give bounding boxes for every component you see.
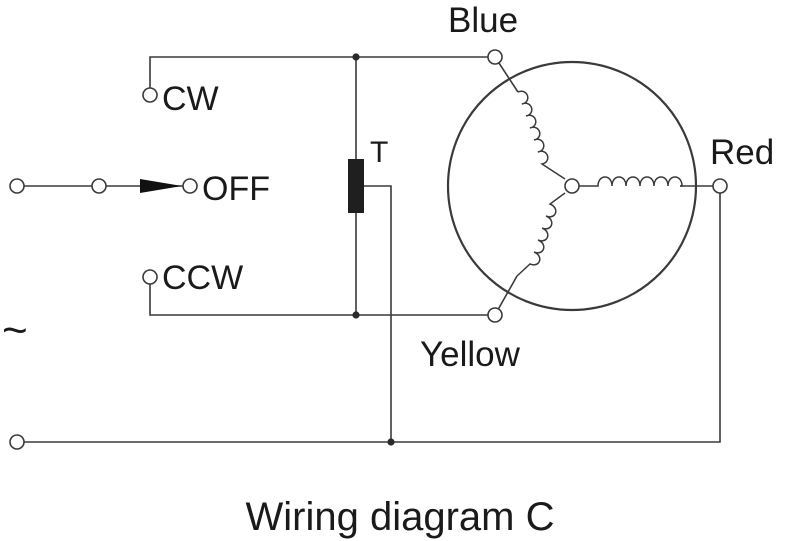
label-ccw: CCW xyxy=(162,259,243,297)
label-off: OFF xyxy=(202,170,270,208)
terminal-switch-common xyxy=(91,178,107,194)
label-blue: Blue xyxy=(448,1,518,40)
junction-neutral xyxy=(387,438,395,446)
label-red: Red xyxy=(710,133,774,172)
terminal-live-input xyxy=(9,178,25,194)
wire-ccw-to-yellow xyxy=(149,277,495,316)
terminals xyxy=(9,49,728,450)
junction-bottom xyxy=(352,311,360,319)
capacitor-body xyxy=(348,159,364,213)
terminal-red xyxy=(712,178,728,194)
terminal-blue xyxy=(487,49,503,65)
motor-center-junction xyxy=(564,178,580,194)
winding-yellow-coil xyxy=(516,192,566,277)
wires xyxy=(17,56,721,443)
terminal-cw xyxy=(142,87,158,103)
junction-top xyxy=(352,53,360,61)
terminal-off xyxy=(182,178,198,194)
motor xyxy=(446,60,698,312)
terminal-ccw xyxy=(142,269,158,285)
label-cw: CW xyxy=(162,80,219,118)
junctions xyxy=(352,53,395,446)
winding-blue-coil xyxy=(517,90,566,180)
wire-cw-to-blue xyxy=(149,56,495,95)
label-yellow: Yellow xyxy=(420,335,521,374)
winding-red-coil xyxy=(579,176,683,187)
terminal-yellow xyxy=(487,307,503,323)
motor-housing xyxy=(446,60,698,312)
wire-neutral-to-red xyxy=(17,186,721,443)
selector-arrow-icon xyxy=(140,179,182,193)
terminal-neutral-input xyxy=(9,434,25,450)
wire-capacitor-to-neutral xyxy=(364,185,392,442)
capacitor-label: T xyxy=(370,136,388,169)
labels: CW OFF CCW Blue Red Yellow ~ Wiring diag… xyxy=(2,1,774,539)
diagram-title: Wiring diagram C xyxy=(246,495,555,539)
ac-symbol: ~ xyxy=(2,306,28,355)
capacitor: T xyxy=(348,136,388,213)
